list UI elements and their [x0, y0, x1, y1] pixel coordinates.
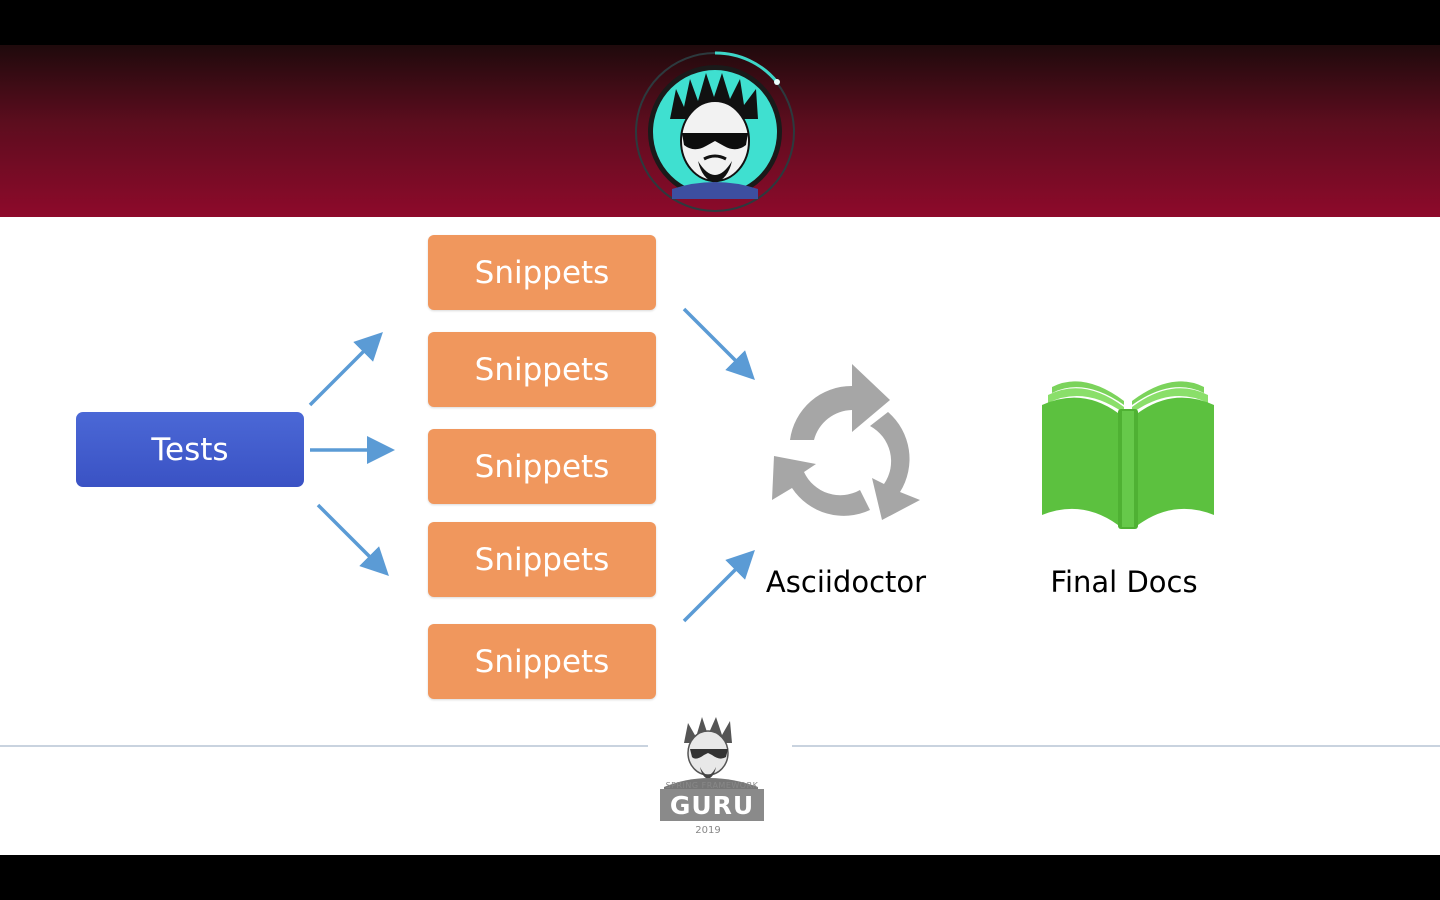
snippets-box-3: Snippets [428, 429, 656, 504]
snippets-label: Snippets [474, 448, 610, 485]
snippets-box-5: Snippets [428, 624, 656, 699]
footer-brand-top: SPRING FRAMEWORK [665, 781, 759, 790]
arrow-tests-to-upper [308, 332, 383, 407]
snippets-label: Snippets [474, 351, 610, 388]
tests-label: Tests [151, 431, 229, 468]
slide: Tests Snippets Snippets Snippets Snippet… [0, 45, 1440, 855]
guru-logo-icon [664, 717, 758, 791]
cycle-arrows-icon [772, 364, 920, 520]
footer-divider-left [0, 745, 648, 747]
arrow-tests-to-lower [316, 503, 389, 576]
footer-brand-main: GURU [660, 789, 764, 821]
open-book-icon [1042, 381, 1214, 529]
snippets-label: Snippets [474, 541, 610, 578]
arrow-upper-snippets-to-asciidoctor [682, 307, 755, 380]
letterbox-bottom [0, 855, 1440, 900]
letterbox-top [0, 0, 1440, 45]
footer-year: 2019 [695, 825, 721, 836]
snippets-label: Snippets [474, 254, 610, 291]
tests-box: Tests [76, 412, 304, 487]
avatar-icon [635, 51, 795, 212]
snippets-box-4: Snippets [428, 522, 656, 597]
snippets-box-2: Snippets [428, 332, 656, 407]
flow-arrows [308, 307, 755, 623]
arrow-lower-snippets-to-asciidoctor [682, 550, 755, 623]
snippets-box-1: Snippets [428, 235, 656, 310]
asciidoctor-label: Asciidoctor [765, 565, 927, 599]
final-docs-label: Final Docs [1050, 565, 1198, 599]
footer-divider-right [792, 745, 1440, 747]
snippets-label: Snippets [474, 643, 610, 680]
